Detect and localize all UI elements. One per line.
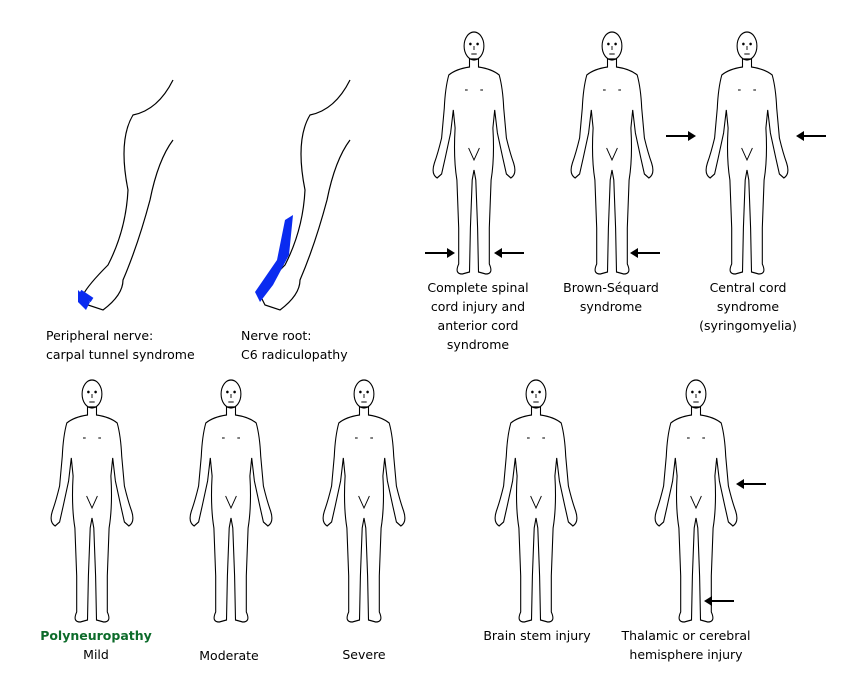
deficit-region xyxy=(51,606,133,622)
label-brain-stem: Brain stem injury xyxy=(483,628,591,643)
label-severe: Severe xyxy=(342,647,386,662)
arrow-icon xyxy=(493,247,525,259)
polyneuropathy-title: Polyneuropathy xyxy=(40,628,152,643)
arrow-icon xyxy=(735,478,767,490)
arm-figure-c6-radiculopathy xyxy=(255,79,351,311)
arrow-icon xyxy=(795,130,827,142)
body-figure-central-cord xyxy=(705,31,789,275)
body-figure-polyneuropathy-mild xyxy=(50,379,134,623)
label-nerve-root: Nerve root:C6 radiculopathy xyxy=(241,328,348,362)
body-figure-brain-stem-injury xyxy=(494,379,578,623)
body-figure-thalamic-injury xyxy=(654,379,738,623)
arrow-icon xyxy=(629,247,661,259)
label-moderate: Moderate xyxy=(199,648,259,663)
body-figure-complete-spinal xyxy=(432,31,516,275)
body-figure-polyneuropathy-moderate xyxy=(189,379,273,623)
deficit-region xyxy=(190,558,272,622)
arm-figure-carpal-tunnel xyxy=(78,79,174,311)
body-figure-brown-sequard xyxy=(570,31,654,275)
arrow-icon xyxy=(424,247,456,259)
arrow-icon xyxy=(665,130,697,142)
body-figure-polyneuropathy-severe xyxy=(322,379,406,623)
label-peripheral-nerve: Peripheral nerve:carpal tunnel syndrome xyxy=(46,328,195,362)
deficit-region xyxy=(323,528,405,622)
